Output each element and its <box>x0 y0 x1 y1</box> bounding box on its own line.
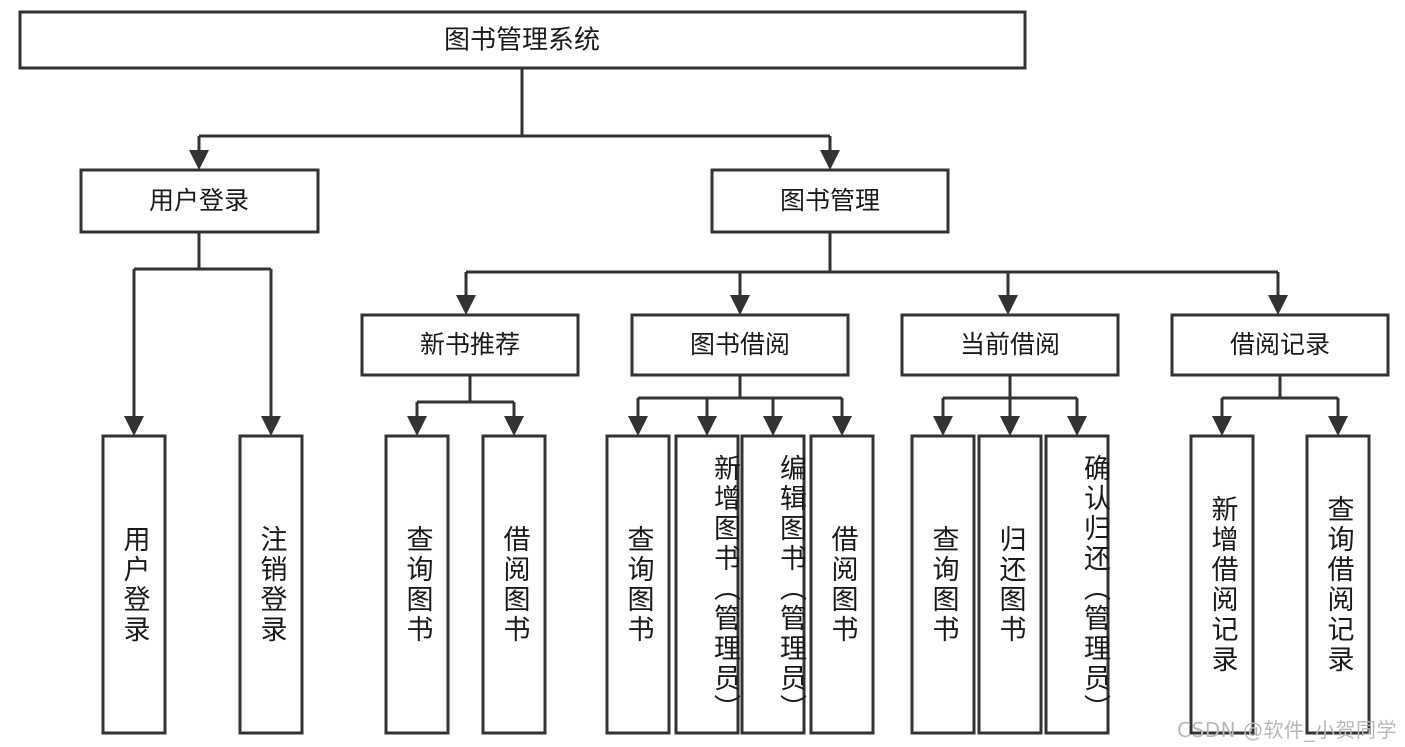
node-root-label: 图书管理系统 <box>444 26 600 56</box>
node-new-book-rec-box[interactable] <box>360 313 580 377</box>
node-leaf-add-record-box[interactable] <box>1189 434 1255 735</box>
node-leaf-query-record-box[interactable] <box>1305 434 1371 735</box>
node-current-borrow-box[interactable] <box>900 313 1120 377</box>
arrow-head-leaf-confirm-return <box>1067 416 1087 436</box>
node-layer: 图书管理系统 用户登录 图书管理 新书推荐 图书借阅 当前借阅 借阅记录 <box>18 10 1390 735</box>
arrow-head-leaf-add-record <box>1212 416 1232 436</box>
node-leaf-query-book-3-box[interactable] <box>910 434 976 735</box>
node-borrow-record-box[interactable] <box>1170 313 1390 377</box>
node-leaf-borrow-book-2-box[interactable] <box>809 434 875 735</box>
arrow-head-leaf-logout-login <box>261 416 281 436</box>
arrow-head-leaf-query-record <box>1328 416 1348 436</box>
node-new-book-rec-label: 新书推荐 <box>420 330 520 359</box>
node-leaf-add-book-box[interactable] <box>674 434 740 735</box>
node-borrow-record-label: 借阅记录 <box>1230 330 1330 359</box>
arrow-head-leaf-query-book-1 <box>407 416 427 436</box>
arrow-head-leaf-borrow-book-2 <box>832 416 852 436</box>
node-leaf-query-book-2-box[interactable] <box>605 434 671 735</box>
node-leaf-return-book-box[interactable] <box>977 434 1043 735</box>
node-book-manage-box[interactable] <box>710 168 950 234</box>
arrow-head-new-book-rec <box>456 295 476 315</box>
arrow-head-leaf-query-book-3 <box>933 416 953 436</box>
node-leaf-query-book-1-box[interactable] <box>384 434 450 735</box>
arrow-head-user-login <box>189 150 209 170</box>
node-user-login-label: 用户登录 <box>149 186 249 215</box>
node-book-borrow-label: 图书借阅 <box>690 330 790 359</box>
arrow-head-current-borrow <box>998 295 1018 315</box>
node-current-borrow-label: 当前借阅 <box>960 330 1060 359</box>
arrow-head-borrow-record <box>1268 295 1288 315</box>
node-leaf-borrow-book-1-box[interactable] <box>481 434 547 735</box>
arrow-head-leaf-add-book <box>697 416 717 436</box>
watermark-text: CSDN @软件_小贺同学 <box>1177 718 1397 742</box>
node-book-manage-label: 图书管理 <box>780 186 880 215</box>
arrow-head-leaf-return-book <box>1000 416 1020 436</box>
node-book-borrow-box[interactable] <box>630 313 850 377</box>
node-user-login-box[interactable] <box>79 168 320 234</box>
arrow-head-book-borrow <box>730 295 750 315</box>
node-root-box[interactable] <box>18 10 1027 70</box>
arrow-head-leaf-borrow-book-1 <box>504 416 524 436</box>
arrow-head-leaf-edit-book <box>763 416 783 436</box>
node-leaf-confirm-return-box[interactable] <box>1044 434 1110 735</box>
node-leaf-edit-book-box[interactable] <box>740 434 806 735</box>
node-leaf-user-login-box[interactable] <box>101 434 167 735</box>
arrow-head-leaf-user-login <box>124 416 144 436</box>
arrow-head-leaf-query-book-2 <box>628 416 648 436</box>
arrow-head-book-manage <box>820 150 840 170</box>
node-leaf-logout-login-box[interactable] <box>238 434 304 735</box>
connector-layer <box>124 68 1348 436</box>
